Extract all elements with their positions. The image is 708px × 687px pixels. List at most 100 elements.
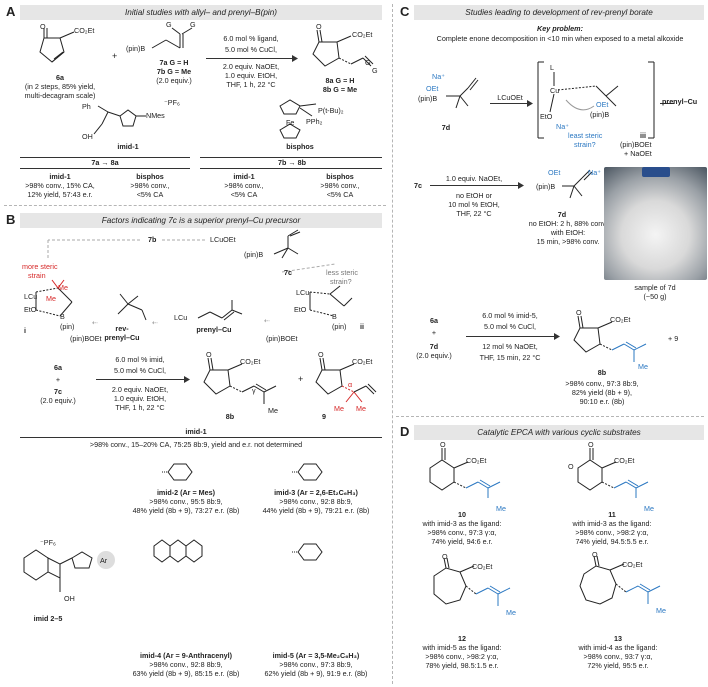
arrow-rev-prenyl: ⇠ [152, 318, 159, 327]
structure-i [35, 279, 73, 317]
d10-co2et: CO₂Et [466, 456, 487, 465]
b-imid1-result: >98% conv., 15–20% CA, 75:25 8b:9, yield… [89, 440, 303, 449]
rev-2: prenyl–Cu [104, 333, 140, 342]
b-lcuoet: LCuOEt [210, 235, 236, 244]
panel-b-letter: B [6, 212, 16, 227]
c-7d2-pinb: (pin)B [536, 182, 556, 191]
row-right-1-l2: <5% CA [326, 190, 354, 199]
label-6a: 6a [56, 73, 64, 82]
c-7d-pinb: (pin)B [418, 94, 438, 103]
ii-eto: EtO [294, 305, 307, 314]
rule-a-left-2 [20, 168, 190, 169]
d-item-1-l1: with imid-3 as the ligand: [572, 519, 652, 528]
d11-me: Me [644, 504, 654, 513]
co2et-label: CO₂Et [74, 26, 95, 35]
pinb-7ab: (pin)B [126, 44, 146, 53]
cond-a-4: 1.0 equiv. EtOH, [224, 71, 278, 80]
c-byproduct-2: + NaOEt [624, 149, 652, 158]
i-eto: EtO [24, 305, 37, 314]
i-b: B [60, 312, 65, 321]
b-pinboet-1: (pin)BOEt [70, 334, 102, 343]
c-rxn-c1: 6.0 mol % imid-5, [482, 311, 538, 320]
c-iii-l: L [550, 63, 554, 72]
b-pf6: ⁻PF₆ [40, 538, 56, 547]
b-8b-label: 8b [225, 412, 235, 421]
prenyl-cu-label: prenyl–Cu [196, 325, 232, 334]
rule-a-right-2 [200, 168, 382, 169]
b-8b-co2et: CO₂Et [240, 357, 261, 366]
d-item-3-l3: 72% yield, 95:5 e.r. [587, 661, 649, 670]
d13-me: Me [656, 606, 666, 615]
b-rxn-6a: 6a [54, 363, 62, 372]
c-arrow-2 [660, 103, 674, 104]
me-red-1: Me [58, 283, 68, 292]
row-left-0-l1: >98% conv., 15% CA, [25, 181, 95, 190]
b-rxn-plus: + [55, 375, 61, 384]
rev-1: rev- [115, 324, 129, 333]
g-label-2: G [190, 20, 196, 29]
oh-label: OH [82, 132, 93, 141]
key-problem: Key problem: [537, 24, 583, 33]
d11-ring-o: O [568, 462, 574, 471]
d-item-1-num: 11 [608, 510, 616, 519]
d10-me: Me [496, 504, 506, 513]
note-6a-1: (in 2 steps, 85% yield, [24, 82, 96, 91]
c-rxn-plus9: + 9 [668, 334, 679, 343]
c-7d2-na: Na⁺ [588, 168, 601, 177]
c-7d-oet: OEt [426, 84, 439, 93]
ptbu-label: P(t-Bu)₂ [318, 106, 344, 115]
panel-a-letter: A [6, 4, 16, 19]
c-step-r3: 15 min, >98% conv. [536, 237, 600, 246]
ph-label: Ph [82, 102, 91, 111]
res-0-title: imid-2 (Ar = Mes) [156, 488, 216, 497]
structure-10 [429, 448, 501, 498]
plus-a: + [112, 51, 118, 61]
row-left-1-l2: <5% CA [136, 190, 164, 199]
panel-c-banner: Studies leading to development of rev-pr… [414, 5, 704, 20]
structure-11 [577, 448, 649, 498]
structure-bisphos [279, 99, 317, 139]
res-2-l2: 63% yield (8b + 9), 85:15 e.r. (8b) [132, 669, 240, 678]
b-imid-general: imid 2–5 [33, 614, 63, 623]
head-7a-8a: 7a → 8a [91, 158, 119, 167]
row-left-0-name: imid-1 [49, 172, 71, 181]
label-7a: 7a G = H [159, 58, 189, 67]
g-8ab-1: G [365, 58, 371, 67]
d-item-2-num: 12 [458, 634, 466, 643]
b-cond-1: 6.0 mol % imid, [115, 355, 165, 364]
arrow-ii-prenyl: ⇠ [264, 316, 271, 325]
c-arrow-1 [490, 103, 530, 104]
b-oh-label: OH [64, 594, 75, 603]
b-9-co2et: CO₂Et [352, 357, 373, 366]
less-steric-2: strain? [330, 277, 352, 286]
b-arrowhead [184, 376, 190, 383]
ii-b: B [332, 312, 337, 321]
c-step-arrowhead [518, 182, 524, 189]
more-steric-2: strain [28, 271, 46, 280]
arrow-i-rev: ⇠ [92, 318, 99, 327]
g-8ab-2: G [372, 66, 378, 75]
structure-13 [579, 555, 661, 605]
c-step-r1: no EtOH: 2 h, 88% conv. [528, 219, 608, 228]
aryl-xylyl [292, 543, 323, 561]
d-item-0-l1: with imid-3 as the ligand: [422, 519, 502, 528]
least-steric-2: strain? [574, 140, 596, 149]
panel-c-letter: C [400, 4, 410, 19]
b-imid1-rule [20, 437, 382, 438]
d11-o: O [588, 440, 594, 449]
note-6a-2: multi-decagram scale) [24, 91, 96, 100]
imid-1-name: imid-1 [117, 142, 139, 151]
nmes-label: NMes [146, 111, 165, 120]
res-1-title: imid-3 (Ar = 2,6-Et₂C₆H₃) [274, 488, 358, 497]
fe-label: Fe [286, 118, 295, 127]
divider-left-right [392, 4, 393, 684]
structure-imid-1 [93, 105, 146, 135]
structure-rev-prenyl-cu [117, 293, 147, 321]
d-item-0-l2: >98% conv., 97:3 γ:α, [427, 528, 497, 537]
c-step-c1: 1.0 equiv. NaOEt, [445, 174, 503, 183]
divider-a-b [4, 205, 386, 206]
b-cond-2: 5.0 mol % CuCl, [114, 366, 166, 375]
photo-caption-1: sample of 7d [634, 283, 676, 292]
b-7c-pinb: (pin)B [244, 250, 264, 259]
res-3-l1: >98% conv., 97:3 8b:9, [279, 660, 353, 669]
